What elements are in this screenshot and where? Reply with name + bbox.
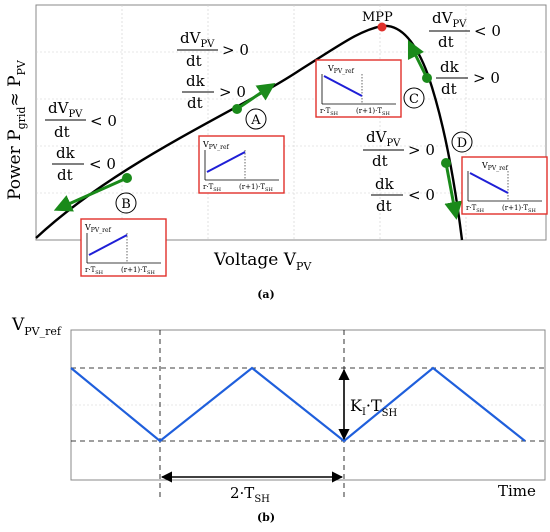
svg-text:< 0: < 0 (89, 155, 116, 173)
inset-region-c: VPV_ref r·TSH (r+1)·TSH (315, 59, 402, 118)
svg-text:dVPV: dVPV (48, 99, 83, 120)
svg-text:< 0: < 0 (408, 186, 435, 204)
panel-b-y-axis-label: VPV_ref (11, 315, 62, 338)
svg-text:r·TSH: r·TSH (466, 204, 485, 214)
region-c-equations: dVPV dt < 0 dk dt > 0 (429, 9, 501, 98)
svg-text:dt: dt (441, 80, 457, 98)
arrow-region-b (53, 176, 128, 212)
svg-text:VPV_ref: VPV_ref (327, 64, 355, 75)
svg-text:dt: dt (372, 152, 388, 170)
panel-b: KI·TSH 2·TSH VPV_ref Time (b) (11, 315, 546, 524)
arrow-region-d (444, 162, 463, 220)
svg-text:r·TSH: r·TSH (85, 266, 104, 276)
svg-text:VPV_ref: VPV_ref (481, 161, 509, 172)
svg-text:(r+1)·TSH: (r+1)·TSH (502, 204, 536, 214)
panel-b-x-axis-label: Time (498, 482, 536, 500)
region-b-equations: dVPV dt < 0 dk dt < 0 (45, 99, 117, 184)
region-a-equations: dVPV dt > 0 dk dt > 0 (177, 29, 249, 112)
svg-text:dk: dk (186, 72, 206, 90)
region-label-a: A (250, 113, 261, 128)
period-label: 2·TSH (230, 484, 270, 505)
inset-region-d: VPV_ref r·TSH (r+1)·TSH (461, 156, 548, 215)
svg-text:< 0: < 0 (474, 22, 501, 40)
panel-a: MPP A B C D dVPV dt (5, 4, 548, 301)
svg-text:VPV_ref: VPV_ref (202, 140, 230, 151)
operating-point-dots (122, 73, 451, 183)
svg-text:(r+1)·TSH: (r+1)·TSH (356, 107, 390, 117)
svg-text:dk: dk (56, 144, 76, 162)
amplitude-label: KI·TSH (350, 396, 398, 419)
operating-point-arrows (53, 39, 463, 220)
panel-b-caption: (b) (257, 511, 275, 524)
svg-text:dt: dt (438, 33, 454, 51)
svg-text:dt: dt (187, 94, 203, 112)
mpp-dot (377, 22, 387, 32)
region-d-equations: dVPV dt > 0 dk dt < 0 (363, 128, 435, 215)
mpp-label: MPP (362, 10, 393, 25)
pv-power-curve (35, 24, 464, 241)
svg-text:dVPV: dVPV (366, 128, 401, 149)
svg-text:> 0: > 0 (408, 141, 435, 159)
region-label-d: D (457, 136, 467, 151)
svg-text:dt: dt (57, 166, 73, 184)
svg-text:dVPV: dVPV (432, 9, 467, 30)
svg-text:(r+1)·TSH: (r+1)·TSH (239, 183, 273, 193)
svg-text:r·TSH: r·TSH (320, 107, 339, 117)
svg-text:dk: dk (440, 58, 460, 76)
svg-text:dk: dk (375, 175, 395, 193)
arrow-region-a (236, 82, 276, 111)
panel-a-y-axis-label: Power Pgrid≈ PPV (5, 59, 28, 200)
svg-text:dt: dt (54, 123, 70, 141)
svg-text:> 0: > 0 (222, 41, 249, 59)
triangle-wave (70, 366, 526, 443)
inset-region-b: VPV_ref r·TSH (r+1)·TSH (80, 218, 167, 277)
svg-text:> 0: > 0 (219, 83, 246, 101)
region-labels: A B C D (115, 87, 473, 214)
svg-text:dt: dt (186, 52, 202, 70)
svg-text:r·TSH: r·TSH (203, 183, 222, 193)
svg-text:< 0: < 0 (90, 112, 117, 130)
panel-a-x-axis-label: Voltage VPV (213, 250, 312, 273)
svg-text:VPV_ref: VPV_ref (84, 223, 112, 234)
svg-text:(r+1)·TSH: (r+1)·TSH (121, 266, 155, 276)
svg-text:dVPV: dVPV (180, 29, 215, 50)
inset-region-a: VPV_ref r·TSH (r+1)·TSH (198, 135, 285, 194)
svg-text:dt: dt (376, 197, 392, 215)
arrow-region-c (407, 39, 429, 79)
svg-text:> 0: > 0 (473, 69, 500, 87)
region-label-c: C (409, 92, 419, 107)
region-label-b: B (121, 197, 131, 212)
panel-a-caption: (a) (257, 288, 275, 301)
